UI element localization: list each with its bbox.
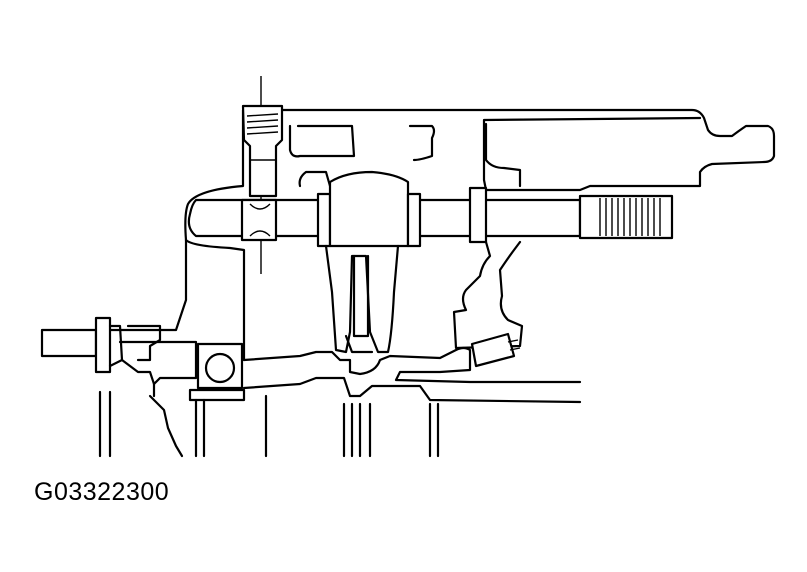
lower-case	[98, 340, 582, 458]
shift-fork	[324, 244, 400, 354]
shift-shaft	[187, 170, 582, 248]
shaft-spline	[578, 194, 674, 240]
housing-outline	[108, 108, 776, 362]
ball-bearing	[196, 342, 244, 390]
right-housing-web	[452, 240, 524, 368]
figure-code: G03322300	[34, 478, 170, 506]
vertical-bolt	[241, 76, 284, 274]
left-output-stub	[40, 316, 162, 386]
